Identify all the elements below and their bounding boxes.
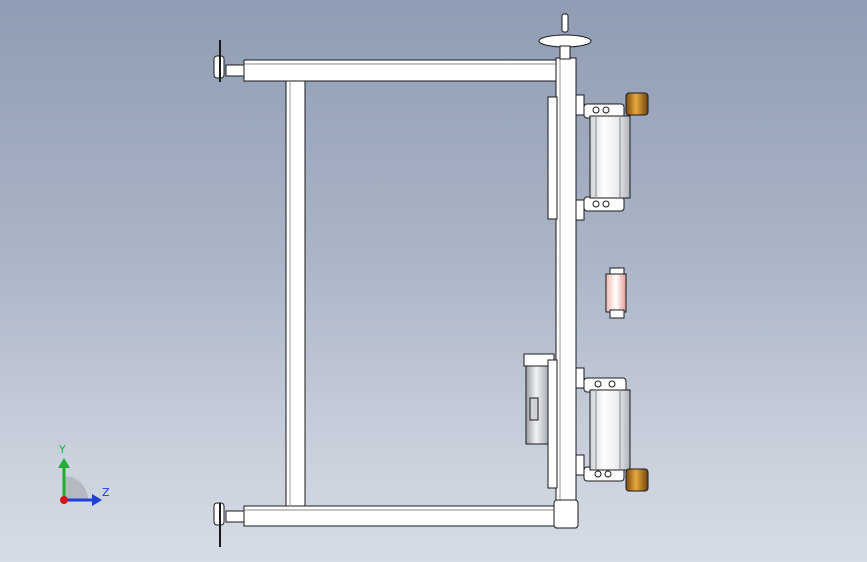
axis-triad bbox=[58, 458, 102, 506]
leveling-foot-top[interactable] bbox=[213, 40, 245, 82]
z-axis-label: Z bbox=[102, 486, 110, 499]
leveling-foot-bottom[interactable] bbox=[213, 502, 245, 547]
top-beam[interactable] bbox=[243, 59, 559, 82]
bottom-beam[interactable] bbox=[243, 505, 559, 527]
lower-roller-assembly[interactable] bbox=[523, 353, 649, 492]
y-axis-label: Y bbox=[59, 443, 66, 456]
idler-roller[interactable] bbox=[605, 267, 627, 319]
right-column[interactable] bbox=[553, 57, 579, 529]
upper-roller-assembly[interactable] bbox=[547, 92, 649, 221]
handwheel[interactable] bbox=[538, 13, 592, 60]
left-post[interactable] bbox=[285, 80, 306, 507]
